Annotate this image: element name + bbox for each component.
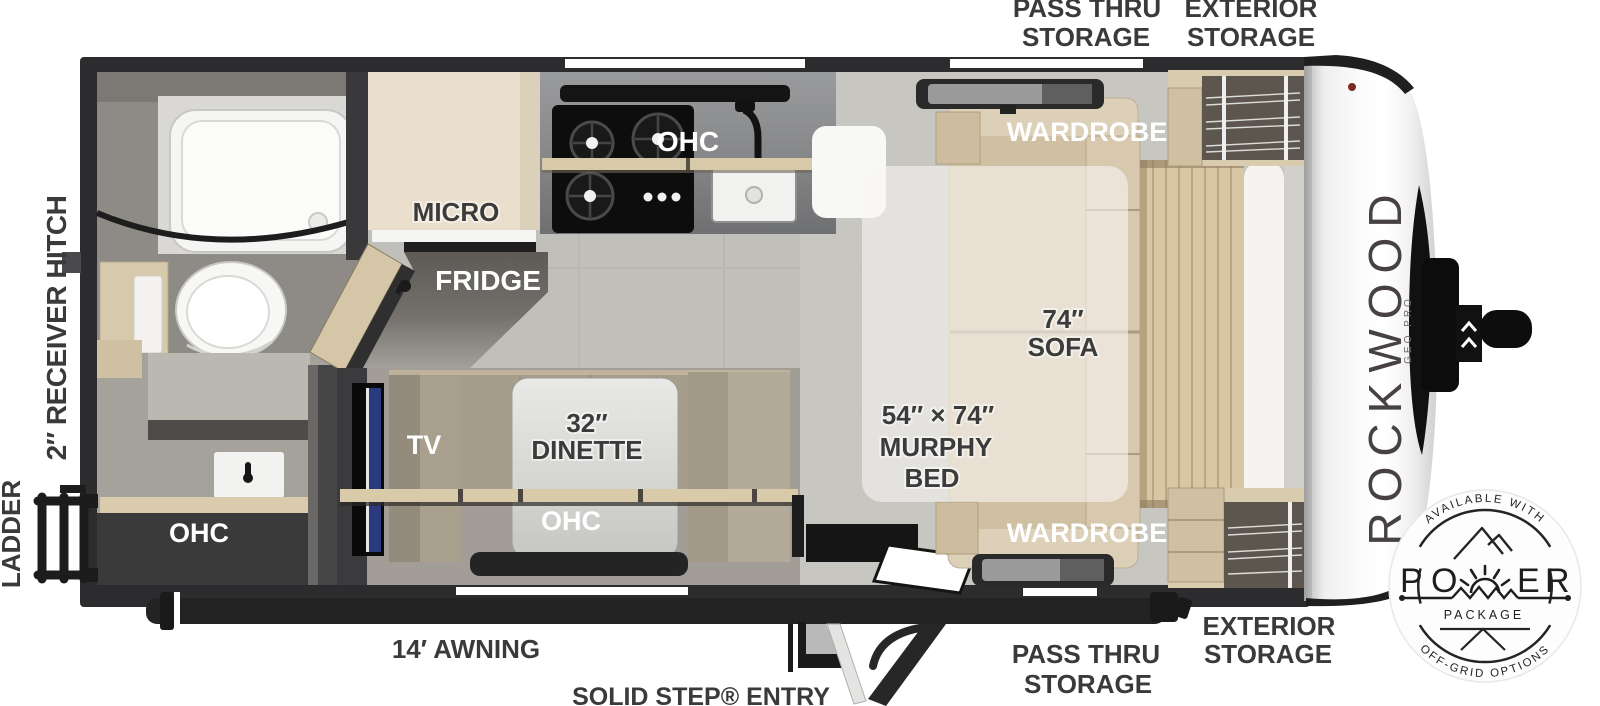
svg-text:PASS THRU: PASS THRU <box>1012 639 1160 669</box>
svg-text:SOFA: SOFA <box>1028 332 1099 362</box>
svg-text:WARDROBE: WARDROBE <box>1007 117 1168 147</box>
svg-text:14′ AWNING: 14′ AWNING <box>392 634 540 664</box>
svg-text:32″: 32″ <box>566 408 607 438</box>
svg-text:EXTERIOR: EXTERIOR <box>1185 0 1318 23</box>
svg-text:OHC: OHC <box>541 506 601 536</box>
svg-text:EXTERIOR: EXTERIOR <box>1203 611 1336 641</box>
svg-text:STORAGE: STORAGE <box>1024 669 1152 699</box>
svg-text:OHC: OHC <box>657 126 719 157</box>
svg-text:MICRO: MICRO <box>413 197 500 227</box>
svg-text:74″: 74″ <box>1042 304 1083 334</box>
svg-text:OHC: OHC <box>169 518 229 548</box>
svg-text:54″ × 74″: 54″ × 74″ <box>882 400 994 430</box>
svg-text:2″ RECEIVER HITCH: 2″ RECEIVER HITCH <box>41 196 72 461</box>
svg-text:MURPHY: MURPHY <box>880 432 993 462</box>
svg-text:LADDER: LADDER <box>0 480 26 589</box>
svg-text:STORAGE: STORAGE <box>1022 22 1150 52</box>
svg-text:ROCKWOOD: ROCKWOOD <box>1359 184 1411 545</box>
svg-text:PACKAGE: PACKAGE <box>1444 608 1525 622</box>
svg-text:STORAGE: STORAGE <box>1204 639 1332 669</box>
svg-text:E: E <box>1517 562 1540 600</box>
svg-text:R: R <box>1545 562 1570 600</box>
svg-text:STORAGE: STORAGE <box>1187 22 1315 52</box>
svg-text:P: P <box>1400 562 1423 600</box>
svg-text:SOLID STEP® ENTRY: SOLID STEP® ENTRY <box>572 683 830 706</box>
svg-text:TV: TV <box>407 430 442 460</box>
svg-text:GEO PRO: GEO PRO <box>1403 296 1414 364</box>
svg-text:O: O <box>1431 562 1457 600</box>
svg-text:WARDROBE: WARDROBE <box>1007 518 1168 548</box>
svg-text:PASS THRU: PASS THRU <box>1013 0 1161 23</box>
svg-text:FRIDGE: FRIDGE <box>435 265 541 296</box>
svg-text:BED: BED <box>905 463 960 493</box>
svg-text:DINETTE: DINETTE <box>531 435 642 465</box>
